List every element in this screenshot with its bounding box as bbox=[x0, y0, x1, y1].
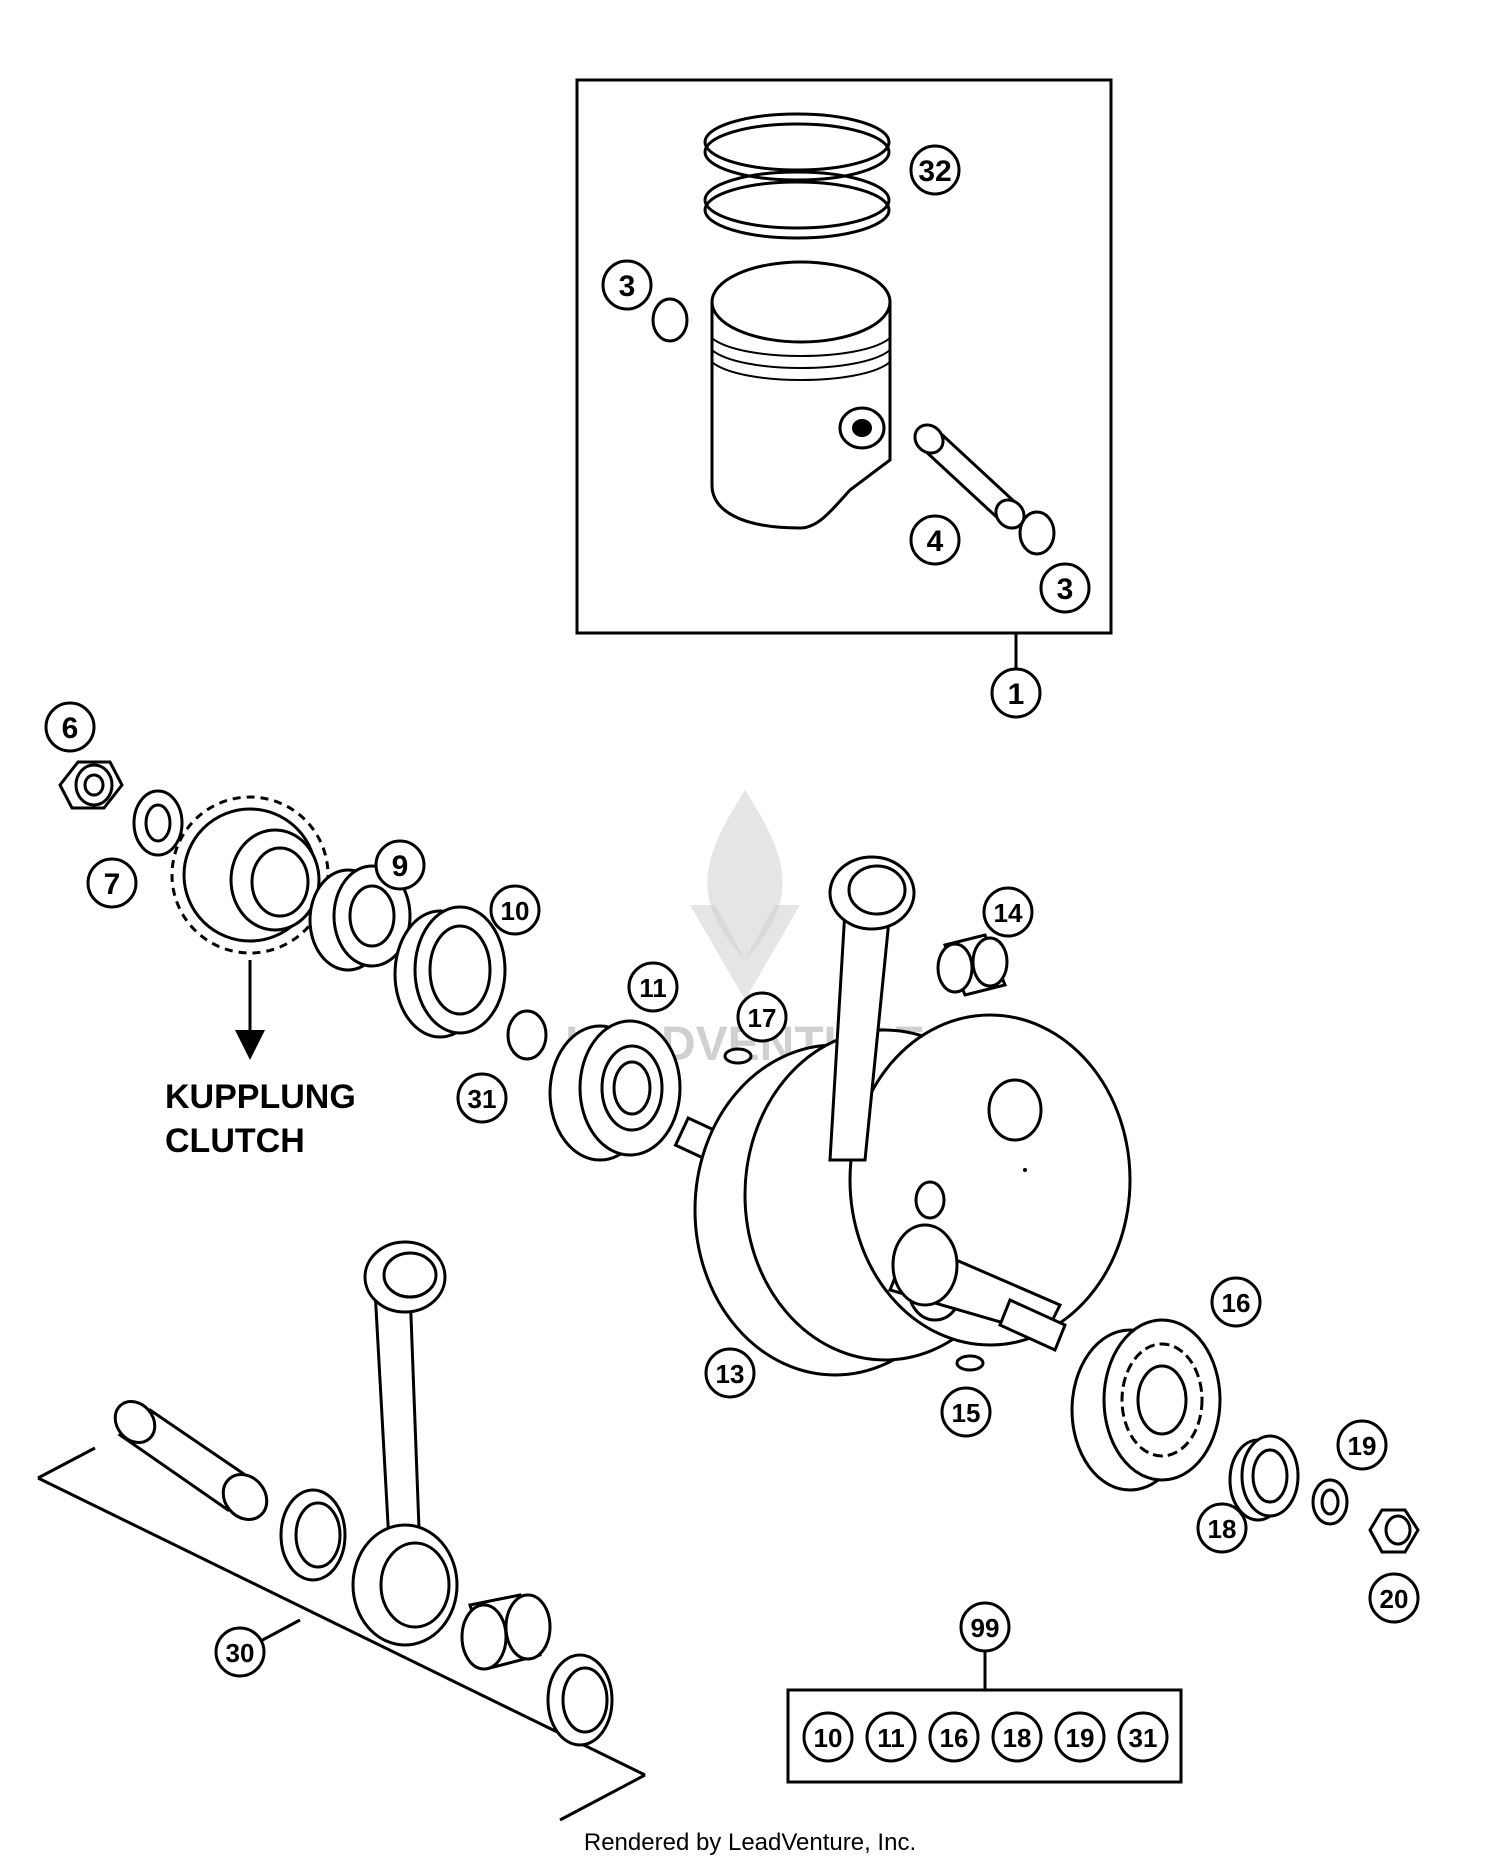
svg-text:19: 19 bbox=[1066, 1723, 1095, 1753]
callout-6: 6 bbox=[44, 701, 96, 753]
svg-text:3: 3 bbox=[619, 270, 636, 303]
needle-bearing-small bbox=[936, 933, 1009, 997]
kit-99-part-10: 10 bbox=[802, 1711, 854, 1763]
callout-13: 13 bbox=[704, 1347, 756, 1399]
kit-99-part-16: 16 bbox=[928, 1711, 980, 1763]
circlip-left bbox=[651, 297, 689, 343]
callout-9: 9 bbox=[374, 839, 426, 891]
callout-3-left: 3 bbox=[601, 259, 653, 311]
conrod-kit bbox=[37, 1240, 646, 1822]
kit-99-part-18: 18 bbox=[991, 1711, 1043, 1763]
svg-text:19: 19 bbox=[1348, 1431, 1377, 1461]
callout-16: 16 bbox=[1210, 1276, 1262, 1328]
kit-99-part-31: 31 bbox=[1117, 1711, 1169, 1763]
callout-3-right: 3 bbox=[1039, 562, 1091, 614]
svg-text:31: 31 bbox=[1129, 1723, 1158, 1753]
kupplung-label: KUPPLUNG bbox=[165, 1078, 356, 1116]
svg-text:11: 11 bbox=[639, 973, 667, 1003]
connecting-rod-assembled bbox=[828, 855, 916, 1162]
piston-kit-box bbox=[575, 78, 1113, 635]
svg-text:4: 4 bbox=[927, 525, 944, 558]
spacer bbox=[308, 864, 412, 972]
callout-7: 7 bbox=[86, 857, 138, 909]
circlip-right bbox=[1018, 510, 1056, 556]
svg-text:17: 17 bbox=[748, 1003, 777, 1033]
callout-10: 10 bbox=[489, 884, 541, 936]
kit-99-part-11: 11 bbox=[865, 1711, 917, 1763]
svg-text:18: 18 bbox=[1003, 1723, 1032, 1753]
roller-bearing bbox=[1070, 1318, 1222, 1492]
callout-32: 32 bbox=[909, 144, 961, 196]
kit-99-box bbox=[786, 1688, 1183, 1784]
callout-18: 18 bbox=[1196, 1502, 1248, 1554]
svg-text:13: 13 bbox=[716, 1359, 745, 1389]
callout-15: 15 bbox=[940, 1386, 992, 1438]
woodruff-key-right bbox=[955, 1354, 985, 1372]
callout-20: 20 bbox=[1368, 1572, 1420, 1624]
svg-text:20: 20 bbox=[1380, 1584, 1409, 1614]
svg-text:15: 15 bbox=[952, 1398, 981, 1428]
ball-bearing-left bbox=[548, 1019, 682, 1162]
piston bbox=[710, 260, 892, 530]
svg-text:11: 11 bbox=[877, 1723, 905, 1753]
callout-99: 99 bbox=[959, 1601, 1011, 1653]
callout-19: 19 bbox=[1336, 1419, 1388, 1471]
svg-text:10: 10 bbox=[814, 1723, 843, 1753]
svg-text:6: 6 bbox=[62, 712, 79, 745]
svg-text:14: 14 bbox=[994, 898, 1023, 928]
footer-credit: Rendered by LeadVenture, Inc. bbox=[584, 1829, 916, 1856]
callout-14: 14 bbox=[982, 886, 1034, 938]
svg-text:32: 32 bbox=[918, 155, 951, 188]
piston-rings bbox=[703, 112, 891, 240]
svg-text:10: 10 bbox=[501, 896, 530, 926]
callout-17: 17 bbox=[736, 991, 788, 1043]
svg-text:31: 31 bbox=[468, 1084, 497, 1114]
nut bbox=[58, 760, 124, 810]
callout-31: 31 bbox=[456, 1072, 508, 1124]
o-ring bbox=[506, 1009, 548, 1061]
woodruff-key bbox=[723, 1047, 753, 1065]
shaft-seal-right bbox=[1228, 1434, 1300, 1522]
svg-text:16: 16 bbox=[940, 1723, 969, 1753]
svg-text:18: 18 bbox=[1208, 1514, 1237, 1544]
svg-text:1: 1 bbox=[1008, 678, 1025, 711]
svg-text:7: 7 bbox=[104, 868, 121, 901]
nut-right bbox=[1368, 1508, 1420, 1554]
svg-text:16: 16 bbox=[1222, 1288, 1251, 1318]
piston-pin bbox=[913, 423, 1026, 530]
kit-99-contents: 10 11 16 18 19 31 bbox=[802, 1711, 1169, 1763]
shaft-seal bbox=[393, 905, 507, 1039]
callout-1: 1 bbox=[990, 667, 1042, 719]
primary-gear bbox=[170, 795, 330, 1060]
kit-99-part-19: 19 bbox=[1054, 1711, 1106, 1763]
lock-washer bbox=[132, 789, 184, 857]
lock-washer-right bbox=[1311, 1478, 1349, 1526]
svg-text:99: 99 bbox=[971, 1613, 1000, 1643]
clutch-label: CLUTCH bbox=[165, 1122, 305, 1160]
crankshaft bbox=[673, 1013, 1132, 1377]
svg-text:3: 3 bbox=[1057, 573, 1074, 606]
callout-4: 4 bbox=[909, 514, 961, 566]
svg-text:30: 30 bbox=[226, 1638, 255, 1668]
callout-30: 30 bbox=[214, 1626, 266, 1678]
svg-text:9: 9 bbox=[392, 850, 409, 883]
callout-11: 11 bbox=[627, 961, 679, 1013]
